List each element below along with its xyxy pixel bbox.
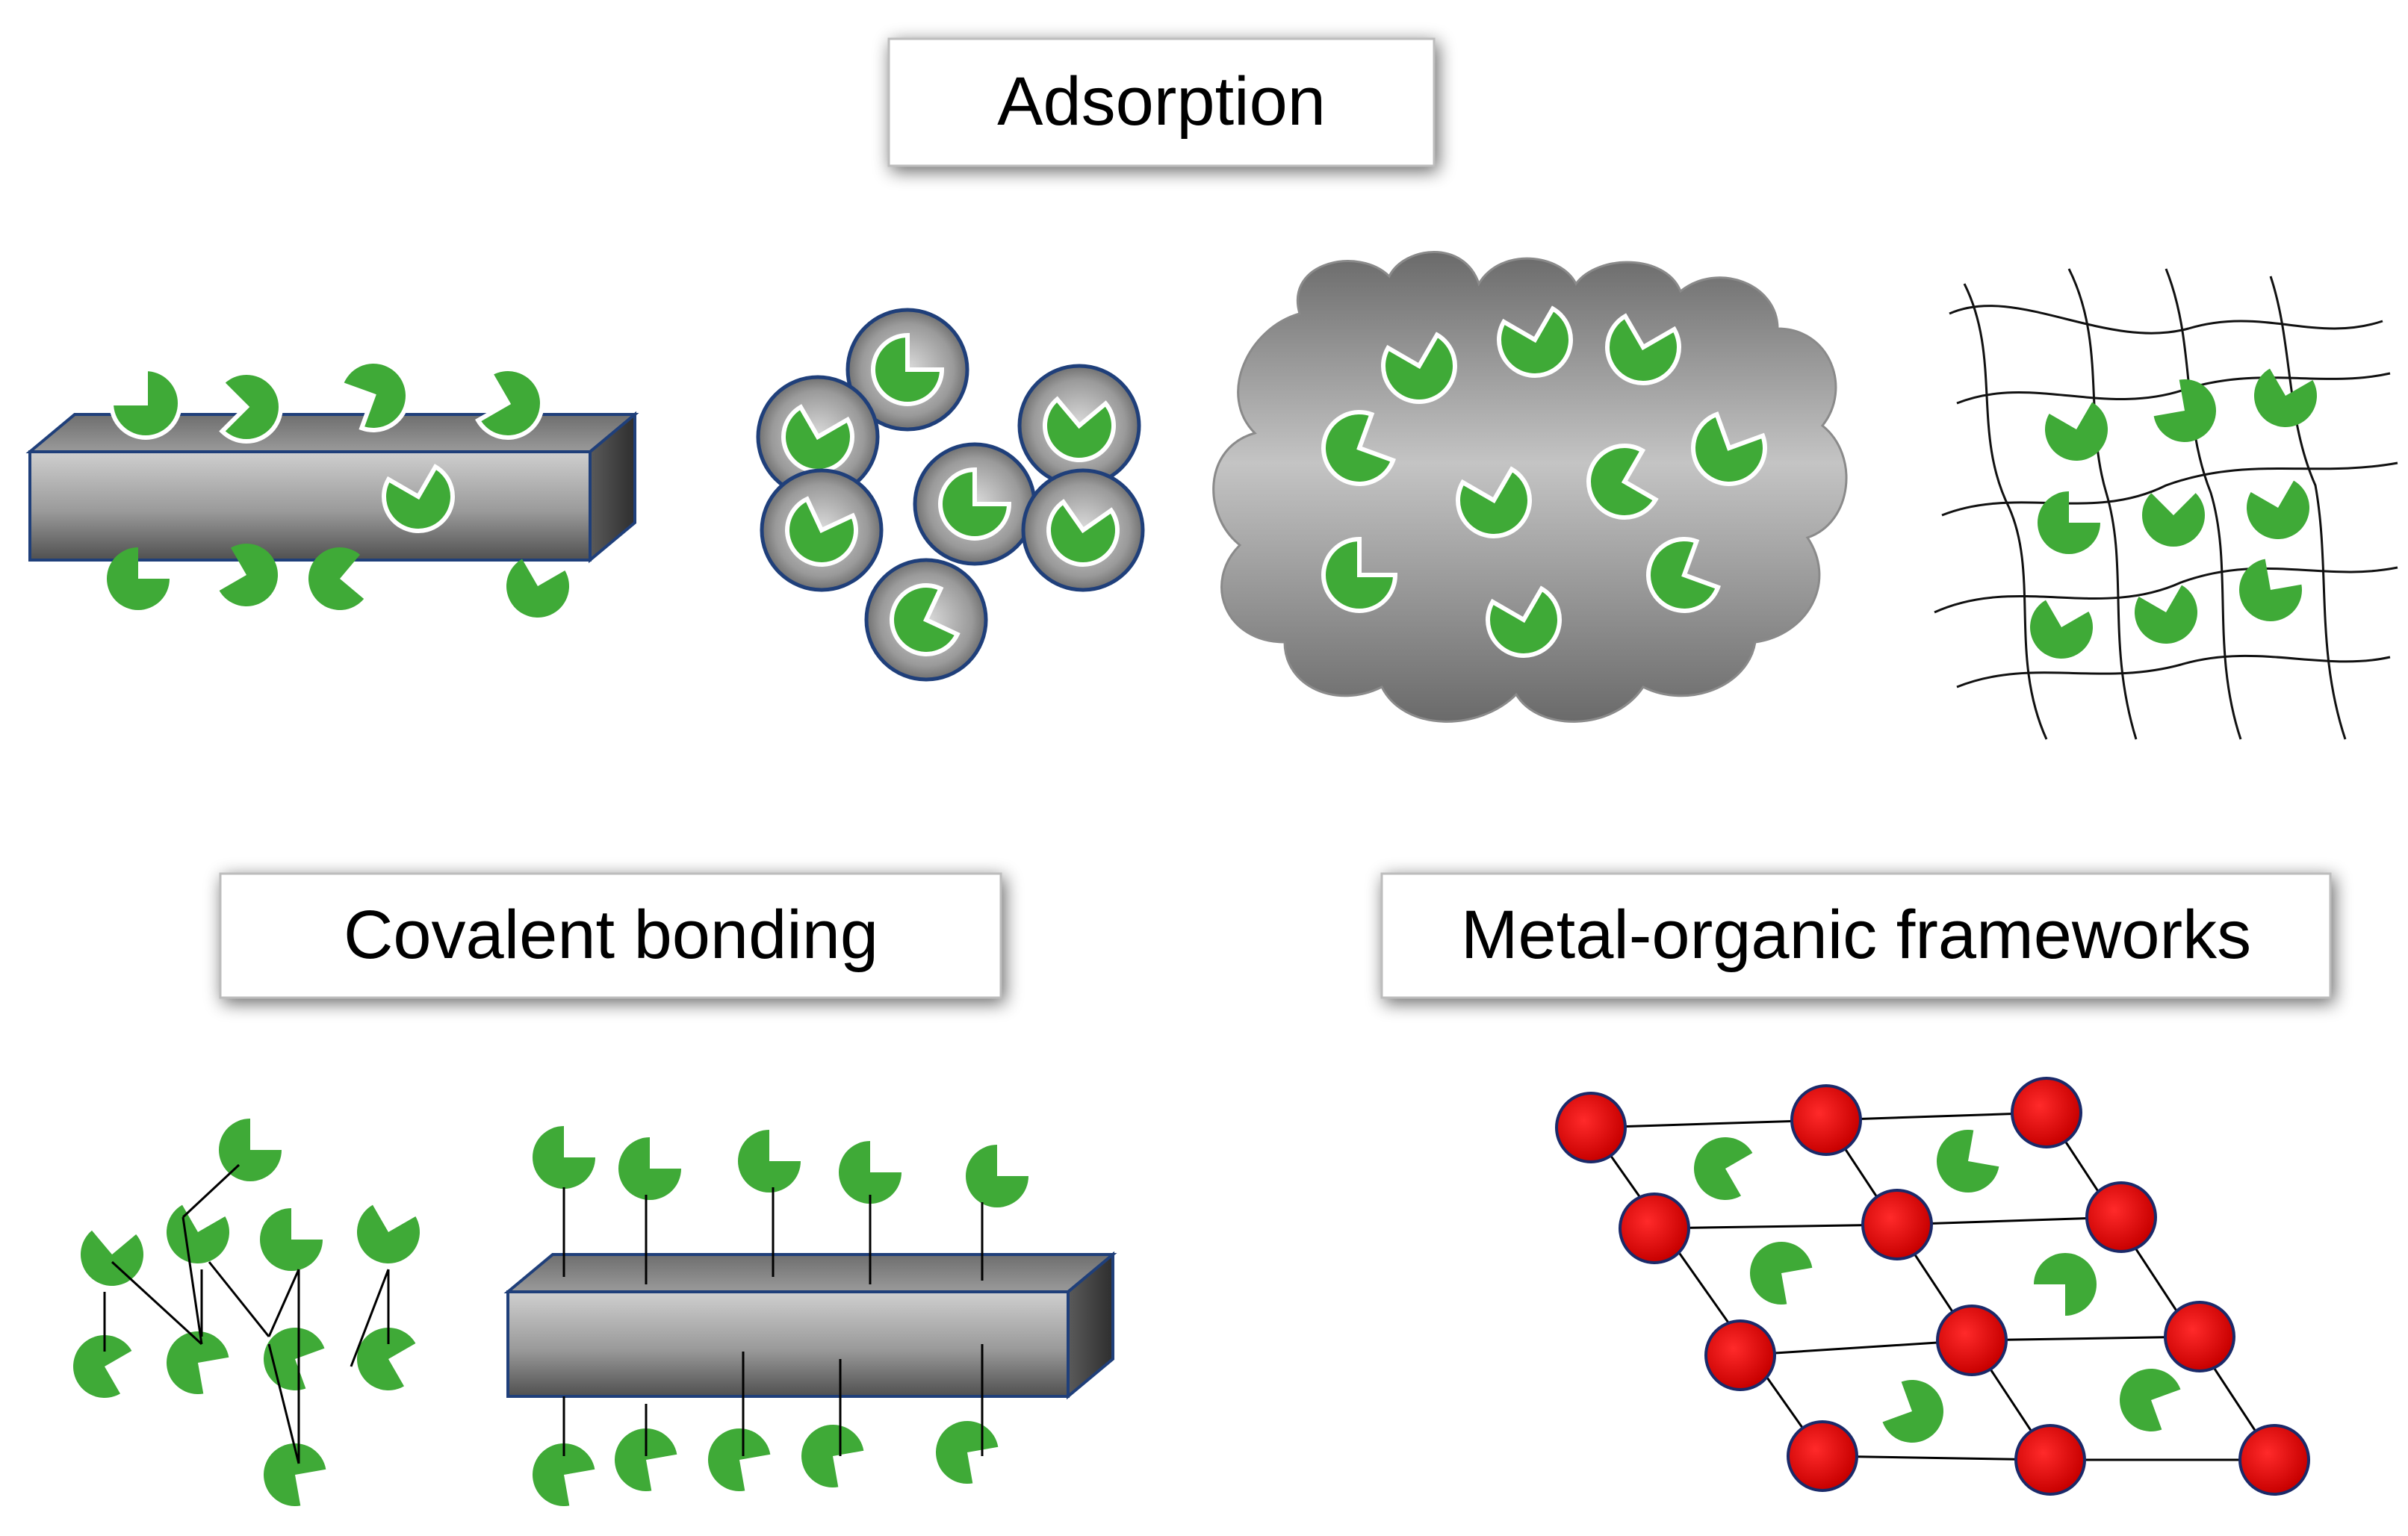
adsorption-rod-support (25, 411, 639, 564)
metal-node (2085, 1181, 2157, 1253)
mof-label-box (1380, 872, 2332, 999)
metal-node (1787, 1420, 1858, 1492)
enzyme-icon (1321, 536, 1398, 613)
enzyme-icon (219, 1119, 282, 1181)
enzyme-icon (2142, 493, 2206, 547)
enzyme-icon (357, 1204, 420, 1263)
metal-node (1555, 1092, 1627, 1163)
adsorption-sphere-cluster (756, 308, 1145, 682)
enzyme-icon (219, 370, 283, 444)
covalent-branched-linker (103, 1163, 390, 1464)
covalent-rod-linkers (562, 1187, 984, 1456)
enzyme-icon (1046, 499, 1120, 567)
metal-node (1704, 1319, 1776, 1391)
enzyme-icon (1586, 444, 1659, 520)
enzyme-icon (1321, 410, 1396, 486)
enzyme-icon (1646, 537, 1721, 613)
enzyme-pacman-layer (72, 305, 2317, 1507)
mof-metal-nodes (1555, 1077, 2310, 1496)
enzyme-icon (506, 559, 569, 618)
enzyme-icon (2153, 379, 2216, 442)
enzyme-icon (533, 1443, 595, 1506)
metal-node (1936, 1305, 2008, 1376)
enzyme-icon (871, 332, 945, 406)
enzyme-icon (2030, 600, 2094, 659)
enzyme-icon (108, 366, 182, 440)
enzyme-icon (936, 1421, 999, 1484)
enzyme-icon (2254, 368, 2317, 428)
metal-node (2164, 1301, 2235, 1372)
enzyme-icon (1937, 1129, 1999, 1193)
metal-node (1861, 1189, 1933, 1260)
enzyme-icon (338, 359, 410, 432)
enzyme-icon (2044, 402, 2108, 461)
enzyme-icon (533, 1126, 595, 1189)
metal-node (2238, 1424, 2310, 1496)
enzyme-icon (1381, 332, 1457, 404)
adsorption-label: Adsorption (997, 63, 1326, 140)
enzyme-icon (81, 1230, 144, 1286)
enzyme-icon (1605, 313, 1681, 385)
enzyme-icon (839, 1141, 902, 1204)
mof-label: Metal-organic frameworks (1461, 897, 2251, 973)
metal-node (1790, 1084, 1862, 1156)
enzyme-icon (801, 1425, 864, 1488)
adsorption-polymer-mesh (1934, 268, 2398, 740)
enzyme-icon (264, 1443, 326, 1507)
enzyme-icon (219, 544, 278, 606)
enzyme-icon (614, 1428, 677, 1491)
enzyme-icon (1486, 585, 1562, 658)
enzyme-icon (263, 1328, 325, 1391)
enzyme-icon (1497, 305, 1573, 378)
enzyme-icon (2034, 1253, 2097, 1316)
enzyme-icon (308, 547, 364, 611)
enzyme-icon (938, 467, 1012, 541)
enzyme-icon (1750, 1242, 1813, 1305)
enzyme-icon (1691, 411, 1767, 486)
enzyme-icon (2247, 480, 2310, 539)
metal-node (2011, 1077, 2082, 1148)
covalent-label-box (219, 872, 1002, 999)
enzyme-icon (1882, 1380, 1943, 1443)
enzyme-icon (72, 1334, 132, 1398)
enzyme-icon (966, 1145, 1028, 1207)
enzyme-icon (618, 1137, 681, 1200)
enzyme-icon (2135, 585, 2198, 644)
enzyme-icon (785, 496, 858, 567)
enzyme-icon (260, 1208, 323, 1271)
enzyme-icon (2238, 559, 2302, 621)
enzyme-icon (1456, 466, 1532, 538)
enzyme-icon (356, 1328, 416, 1391)
enzyme-icon (1043, 396, 1116, 462)
enzyme-icon (167, 1331, 229, 1394)
enzyme-icon (107, 547, 170, 610)
enzyme-icon (382, 464, 455, 533)
enzyme-icon (708, 1428, 771, 1491)
enzyme-icon (2038, 491, 2100, 554)
enzyme-icon (890, 583, 961, 656)
enzyme-icon (2119, 1368, 2181, 1431)
covalent-label: Covalent bonding (344, 897, 878, 973)
covalent-rod-support (503, 1251, 1117, 1400)
mof-lattice-bonds (1589, 1111, 2276, 1461)
enzyme-icon (475, 367, 544, 440)
metal-node (2014, 1424, 2086, 1496)
enzyme-icon (167, 1204, 230, 1263)
enzyme-icon (738, 1130, 801, 1193)
metal-node (1619, 1193, 1690, 1264)
enzyme-icon (1694, 1137, 1753, 1200)
adsorption-label-box (887, 37, 1436, 167)
